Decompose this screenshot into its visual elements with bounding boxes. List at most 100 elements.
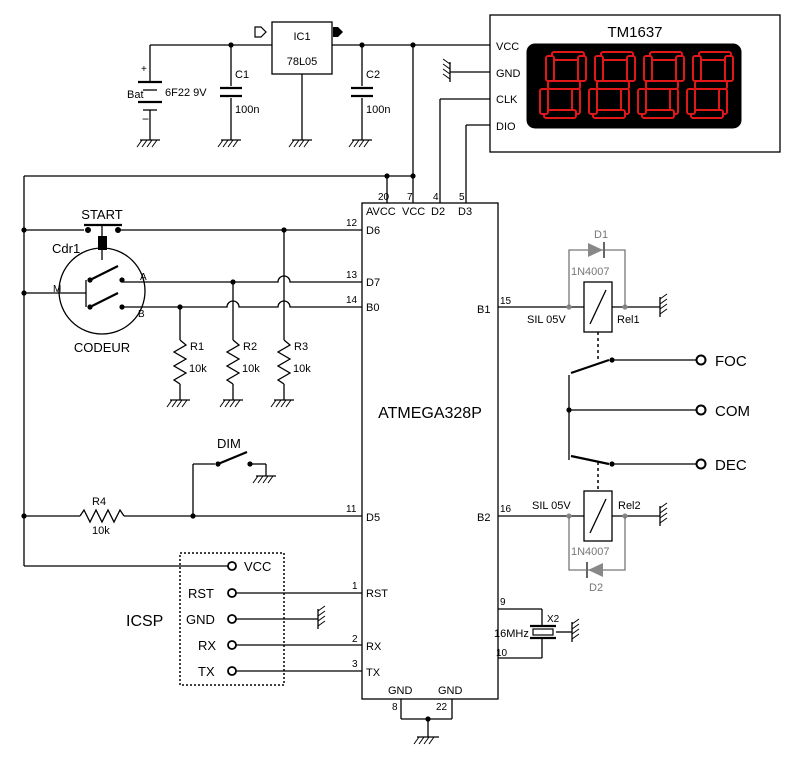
pin-num: 14 — [346, 295, 358, 306]
digit-1-segment — [539, 88, 549, 115]
output-terminals: FOC COM DEC — [695, 353, 750, 474]
c1-ref: C1 — [235, 69, 249, 81]
digit-3-segment — [675, 55, 685, 82]
battery: + − Bat 6F22 9V — [127, 64, 207, 140]
pin-num: 8 — [392, 702, 398, 713]
ground-symbol — [413, 736, 439, 745]
digit-2-segment — [588, 88, 598, 115]
battery-minus-label: − — [142, 112, 149, 126]
ground-symbol — [442, 58, 451, 82]
pin-label: TX — [366, 667, 381, 679]
pin-num: 15 — [500, 296, 512, 307]
regulator-ref: IC1 — [293, 31, 310, 43]
display-pin-dio: DIO — [496, 121, 516, 133]
ground-symbol — [166, 399, 190, 408]
digit-4-segment — [686, 88, 696, 115]
resistor-r2: R2 10k — [225, 282, 260, 400]
encoder-cdr1: Cdr1 CODEUR M A B — [24, 241, 147, 355]
pin-num: 2 — [352, 634, 358, 645]
pin-label: D5 — [366, 512, 380, 524]
pin-label: AVCC — [366, 206, 396, 218]
ground-symbol — [217, 139, 241, 148]
output-arrow-icon — [333, 27, 343, 37]
pin-label: D2 — [431, 206, 445, 218]
encoder-ref: Cdr1 — [52, 241, 80, 256]
dim-switch: DIM — [192, 436, 267, 516]
battery-value: 6F22 9V — [165, 87, 207, 99]
pin-num: 3 — [352, 659, 358, 670]
digit-3-segment — [637, 88, 647, 115]
battery-plus-label: + — [141, 64, 147, 75]
resistor-r3: R3 10k — [276, 230, 311, 400]
pin-label: B0 — [366, 302, 379, 314]
pin-num: 12 — [346, 218, 358, 229]
ground-symbol — [288, 139, 312, 148]
icsp-pin-rx: RX — [198, 638, 216, 653]
d1-ref: D1 — [594, 229, 608, 241]
relay-contacts — [566, 357, 697, 467]
pin-num: 13 — [346, 270, 358, 281]
ground-symbol — [571, 618, 580, 642]
input-arrow-icon — [254, 26, 267, 38]
r2-ref: R2 — [243, 341, 257, 353]
digit-1-segment — [577, 55, 587, 82]
digit-3-segment — [643, 55, 653, 82]
ground-symbol — [659, 293, 668, 317]
ground-symbol — [252, 475, 276, 484]
c1-value: 100n — [235, 104, 259, 116]
pin-label: B1 — [477, 304, 490, 316]
resistor-r1: R1 10k — [172, 307, 207, 400]
pin-label: VCC — [402, 206, 425, 218]
encoder-name: CODEUR — [74, 340, 130, 355]
encoder-pin-m: M — [53, 284, 61, 295]
icsp-pin-vcc: VCC — [244, 559, 271, 574]
pin-label: D3 — [458, 206, 472, 218]
output-foc: FOC — [715, 353, 747, 370]
rel2-type: SIL 05V — [532, 500, 571, 512]
icsp-pin-rst: RST — [188, 586, 214, 601]
digit-4-segment — [694, 80, 728, 90]
icsp-pin-tx: TX — [198, 664, 215, 679]
output-com: COM — [715, 403, 750, 420]
pin-num: 22 — [436, 702, 448, 713]
display-pin-gnd: GND — [496, 68, 521, 80]
rel1-type: SIL 05V — [527, 314, 566, 326]
pin-num: 11 — [346, 504, 357, 515]
display-module: TM1637 VCC GND CLK DIO — [489, 14, 781, 153]
ground-symbol — [317, 605, 326, 629]
mcu-name: ATMEGA328P — [378, 405, 482, 422]
pin-num: 5 — [459, 192, 465, 203]
power-section: + − Bat 6F22 9V C1 100n — [24, 21, 490, 179]
digit-4-segment — [692, 55, 702, 82]
seven-segment-digits — [539, 51, 734, 119]
digit-1-segment — [547, 80, 581, 90]
ground-symbol — [659, 502, 668, 526]
digit-4-segment — [724, 55, 734, 82]
d2-ref: D2 — [589, 582, 603, 594]
resistor-r4: R4 10k — [24, 496, 362, 537]
ground-symbol — [136, 139, 160, 148]
ground-symbol — [219, 399, 243, 408]
d1-part: 1N4007 — [571, 266, 610, 278]
relay-rel1: D1 1N4007 SIL 05V Rel1 — [498, 229, 660, 333]
pin-num: 10 — [496, 648, 508, 659]
ground-symbol — [270, 399, 294, 408]
output-dec: DEC — [715, 457, 747, 474]
pin-label: RST — [366, 588, 388, 600]
display-pin-vcc: VCC — [496, 41, 519, 53]
display-title: TM1637 — [607, 24, 662, 41]
pin-label: D6 — [366, 225, 380, 237]
regulator-ic1: IC1 78L05 — [254, 21, 343, 140]
pin-label: B2 — [477, 512, 490, 524]
crystal-value: 16MHz — [494, 628, 529, 640]
pin-num: 7 — [407, 192, 413, 203]
pin-label: GND — [438, 685, 463, 697]
ground-symbol — [348, 139, 372, 148]
encoder-pin-a: A — [140, 272, 147, 283]
d2-part: 1N4007 — [571, 546, 610, 558]
digit-3-segment — [645, 80, 679, 90]
capacitor-c2: C2 100n — [351, 45, 390, 140]
capacitor-c1: C1 100n — [220, 45, 259, 140]
r1-ref: R1 — [190, 341, 204, 353]
